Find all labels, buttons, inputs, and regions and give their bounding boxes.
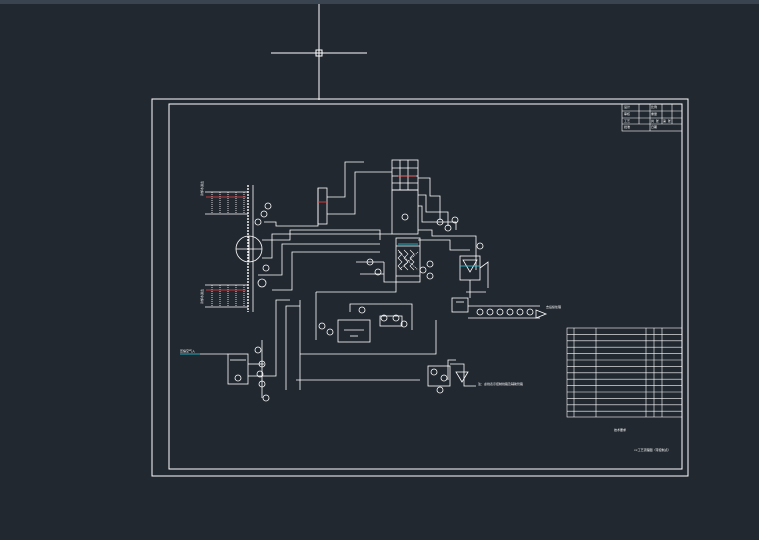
title-block <box>621 103 683 132</box>
parts-list-table <box>566 327 683 418</box>
accent-marks <box>180 175 480 355</box>
bottom-note: 注：虚线表示控制线路及辅助管路 <box>478 382 524 386</box>
title-block-cell-scale: 比例 <box>651 105 658 109</box>
crosshair-cursor-icon <box>271 4 367 100</box>
title-block-cell-sheets: 共 张 <box>651 119 659 123</box>
sheet-inner-border <box>168 103 683 470</box>
left-bottom-tag: 冷却水进出 <box>200 288 204 304</box>
left-inlet-tag: 压缩空气入 <box>180 349 196 353</box>
drawing-title: ××工艺流程图（带控制点） <box>634 448 671 452</box>
sheet-outer-border <box>151 98 689 477</box>
title-block-cell-weight: 重量 <box>651 112 658 116</box>
title-block-cell-date: 日期 <box>651 125 658 129</box>
title-block-cell-process: 工艺 <box>624 119 631 123</box>
left-top-tag: 冷却水进出 <box>200 180 204 196</box>
right-outlet-tag: 去后续处理 <box>546 305 562 309</box>
title-block-cell-design: 设计 <box>624 105 631 109</box>
notes-label: 技术要求 <box>614 428 627 432</box>
title-block-cell-approve: 批准 <box>624 125 631 129</box>
title-block-cell-sheet-no: 第 张 <box>663 119 671 123</box>
process-schematic <box>200 159 548 402</box>
title-block-cell-review: 审核 <box>624 112 631 116</box>
window-top-edge <box>0 0 759 4</box>
